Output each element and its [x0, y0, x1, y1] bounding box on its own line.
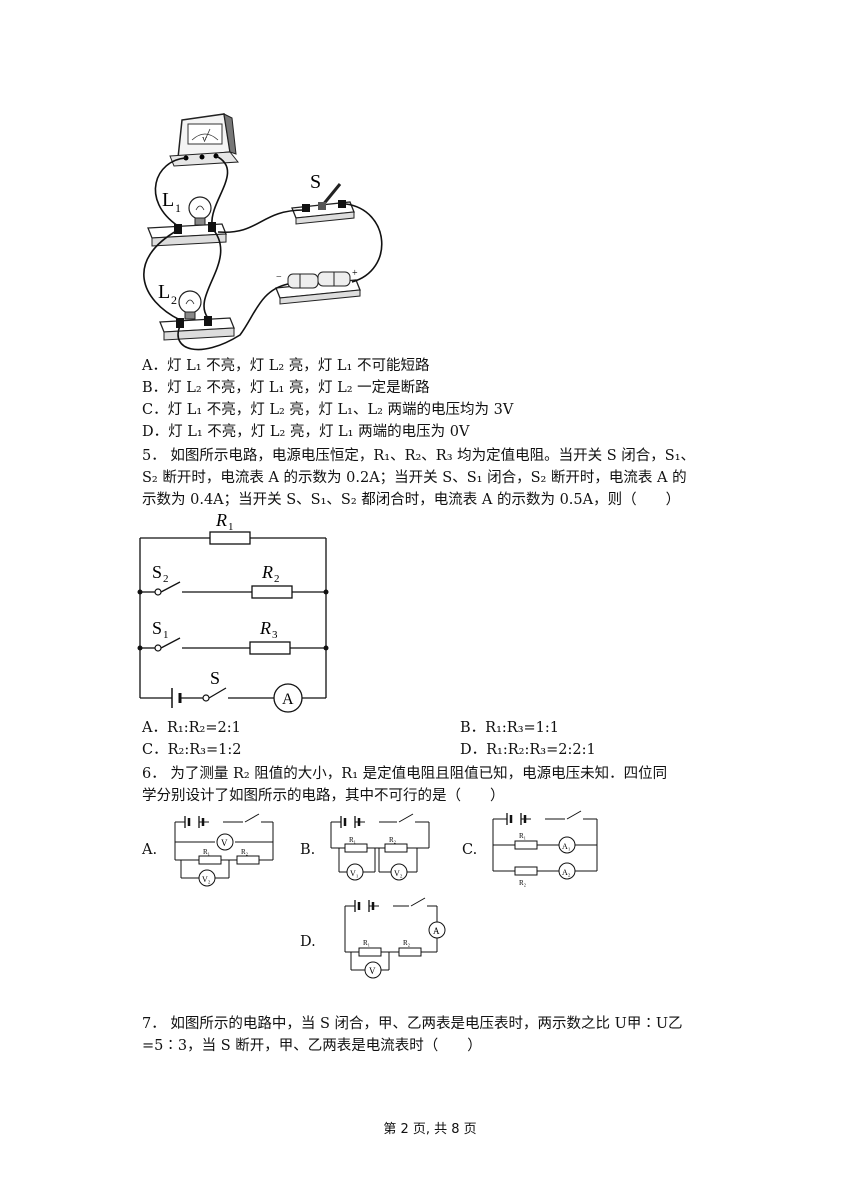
svg-text:A: A [282, 691, 294, 708]
q5-option-d[interactable]: D．R₁:R₂:R₃=2:2:1 [460, 742, 596, 758]
svg-text:R₁: R₁ [349, 836, 356, 844]
svg-text:S: S [152, 562, 162, 582]
page-footer: 第 2 页, 共 8 页 [383, 1122, 477, 1137]
q4-option-a[interactable]: A．灯 L₁ 不亮，灯 L₂ 亮，灯 L₁ 不可能短路 [142, 358, 430, 374]
svg-text:V: V [221, 838, 228, 848]
svg-text:2: 2 [171, 293, 177, 307]
q5-option-b[interactable]: B．R₁:R₃=1:1 [460, 720, 559, 736]
svg-text:A₂: A₂ [562, 868, 571, 877]
q5-stem-line-1: 5． 如图所示电路，电源电压恒定，R₁、R₂、R₃ 均为定值电阻。当开关 S 闭… [142, 448, 696, 464]
svg-text:V₁: V₁ [350, 869, 359, 878]
q5-option-a[interactable]: A．R₁:R₂=2:1 [142, 720, 241, 736]
lamp1-bulb-icon [188, 196, 212, 220]
q6-option-b-letter[interactable]: B. [300, 842, 316, 858]
svg-text:V₂: V₂ [202, 875, 211, 884]
svg-text:R: R [215, 510, 227, 530]
svg-text:V₂: V₂ [394, 869, 403, 878]
q6-circuit-c[interactable]: A₁ A₂ R₁ R₂ [487, 805, 602, 890]
svg-text:V: V [369, 966, 376, 976]
q5-stem-line-3: 示数为 0.4A；当开关 S、S₁、S₂ 都闭合时，电流表 A 的示数为 0.5… [142, 492, 681, 508]
svg-text:2: 2 [274, 573, 280, 585]
svg-text:1: 1 [175, 201, 181, 215]
q4-option-d[interactable]: D．灯 L₁ 不亮，灯 L₂ 亮，灯 L₁ 两端的电压为 0V [142, 424, 470, 440]
svg-text:R: R [261, 562, 273, 582]
svg-text:R₂: R₂ [519, 879, 527, 887]
svg-text:R₁: R₁ [203, 848, 210, 856]
lamp2-bulb-icon [178, 290, 202, 314]
q6-stem-line-1: 6． 为了测量 R₂ 阻值的大小，R₁ 是定值电阻且阻值已知，电源电压未知．四位… [142, 766, 668, 782]
battery-symbol-icon [171, 688, 182, 708]
svg-text:S: S [310, 171, 321, 193]
svg-text:R₂: R₂ [389, 836, 397, 844]
q6-circuit-a[interactable]: V V₂ R₁ R₂ [165, 808, 280, 888]
svg-text:L: L [158, 281, 170, 303]
battery-icon [275, 271, 361, 305]
ammeter-icon: A [273, 683, 303, 713]
svg-text:R₁: R₁ [519, 832, 526, 840]
svg-text:1: 1 [163, 629, 169, 641]
q7-stem-line-1: 7． 如图所示的电路中，当 S 闭合，甲、乙两表是电压表时，两示数之比 U甲∶U… [142, 1016, 683, 1032]
svg-text:A: A [433, 926, 440, 936]
svg-text:2: 2 [163, 573, 169, 585]
q6-option-d-letter[interactable]: D. [300, 934, 316, 950]
q7-stem-line-2: =5∶3，当 S 断开，甲、乙两表是电流表时（ ） [142, 1038, 482, 1054]
q6-circuit-d[interactable]: A V R₁ R₂ [325, 892, 450, 982]
svg-text:R₂: R₂ [403, 939, 411, 947]
q6-circuit-b[interactable]: V₁ V₂ R₁ R₂ [325, 808, 435, 888]
svg-text:3: 3 [272, 629, 278, 641]
svg-text:−: − [276, 272, 282, 283]
svg-text:V: V [202, 136, 207, 144]
q6-stem-line-2: 学分别设计了如图所示的电路，其中不可行的是（ ） [142, 788, 505, 804]
svg-text:S: S [152, 618, 162, 638]
q5-option-c[interactable]: C．R₂:R₃=1:2 [142, 742, 242, 758]
q6-option-c-letter[interactable]: C. [462, 842, 478, 858]
svg-text:+: + [352, 268, 358, 279]
svg-text:S: S [210, 668, 220, 688]
q4-circuit-figure: V L 1 L 2 S − + [143, 113, 383, 351]
voltmeter-icon: V [169, 113, 239, 167]
svg-text:R₂: R₂ [241, 848, 249, 856]
q4-option-c[interactable]: C．灯 L₁ 不亮，灯 L₂ 亮，灯 L₁、L₂ 两端的电压均为 3V [142, 402, 514, 418]
q6-option-a-letter[interactable]: A. [142, 842, 158, 858]
svg-text:A₁: A₁ [562, 842, 571, 851]
svg-text:R₁: R₁ [363, 939, 370, 947]
q5-stem-line-2: S₂ 断开时，电流表 A 的示数为 0.2A；当开关 S、S₁ 闭合，S₂ 断开… [142, 470, 687, 486]
switch-icon [291, 183, 355, 225]
q4-option-b[interactable]: B．灯 L₂ 不亮，灯 L₁ 亮，灯 L₂ 一定是断路 [142, 380, 430, 396]
svg-text:1: 1 [228, 521, 234, 533]
svg-text:L: L [162, 189, 174, 211]
svg-text:R: R [259, 618, 271, 638]
